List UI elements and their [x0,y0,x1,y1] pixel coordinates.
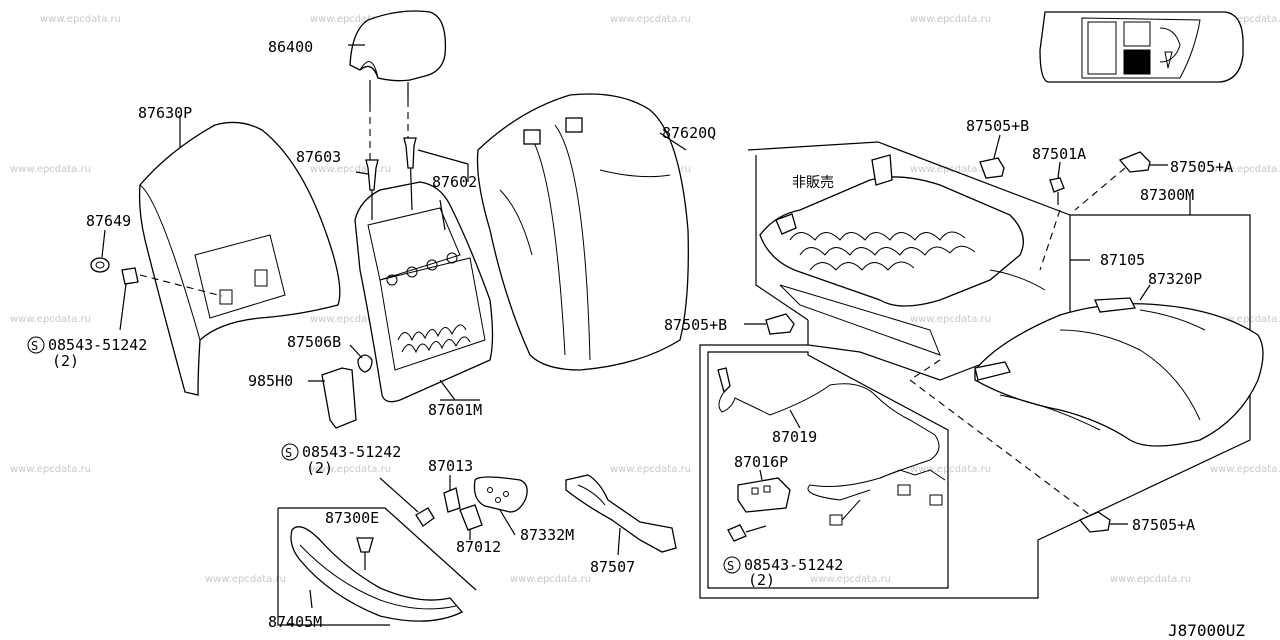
callout-87603: 87603 [296,148,341,166]
callout-08543-51242: 08543-51242 [744,556,843,574]
watermark: www.epcdata.ru [310,164,391,175]
watermark: www.epcdata.ru [310,464,391,475]
callout-not-for-sale: 非販売 [792,175,834,191]
callout-87013: 87013 [428,457,473,475]
callout-87649: 87649 [86,212,131,230]
headrest-guides [355,137,469,191]
watermark: www.epcdata.ru [1210,164,1280,175]
watermark: www.epcdata.ru [510,574,591,585]
watermark: www.epcdata.ru [1210,464,1280,475]
watermark: www.epcdata.ru [910,464,991,475]
callout-87300m: 87300M [1140,186,1194,204]
cushion-assembly-box [699,195,1251,599]
diagram-code: J87000UZ [1168,621,1245,640]
seatback-frame [354,149,494,403]
callout-87505b-mid: 87505+B [664,316,727,334]
callout-08543-51242: 08543-51242 [302,443,401,461]
callout-08543-51242: 08543-51242 [48,336,147,354]
callout-87507: 87507 [590,558,635,576]
callout-87320p: 87320P [1148,270,1202,288]
callout-86400: 86400 [268,38,313,56]
callout-87620q: 87620Q [662,124,716,142]
watermark: www.epcdata.ru [610,464,691,475]
watermark: www.epcdata.ru [10,314,91,325]
headrest [348,10,447,160]
screw-callout-mid: S 08543-51242 (2) [281,443,401,477]
callout-87630p: 87630P [138,104,192,122]
callout-87506b: 87506B [287,333,341,351]
watermark: www.epcdata.ru [205,574,286,585]
screw-symbol: S [727,559,734,573]
mid-clip [744,313,1091,516]
watermark: www.epcdata.ru [1210,314,1280,325]
callout-87602: 87602 [432,173,477,191]
screw-callout-bottom: S 08543-51242 (2) [723,556,843,589]
callout-87332m: 87332M [520,526,574,544]
watermark: www.epcdata.ru [40,14,121,25]
cushion-frame [747,141,1090,381]
callout-labels: 86400 87630P 87603 87602 87620Q 87649 S … [27,38,1245,640]
callout-87012: 87012 [456,538,501,556]
callout-87300e: 87300E [325,509,379,527]
callout-87505a-top: 87505+A [1170,158,1233,176]
screw-symbol: S [31,339,38,353]
nut-87649 [90,229,223,331]
callout-qty: (2) [52,352,79,370]
callout-87016p: 87016P [734,453,788,471]
callout-87601m: 87601M [428,401,482,419]
callout-985h0: 985H0 [248,372,293,390]
watermark: www.epcdata.ru [10,164,91,175]
top-clips [979,134,1168,271]
seatback-pad [476,93,689,371]
watermark: www.epcdata.ru [10,464,91,475]
harness-group [707,351,949,589]
bottom-clip [1078,511,1128,533]
callout-qty: (2) [306,459,333,477]
watermark: www.epcdata.ru [610,14,691,25]
car-locator-icon [1039,11,1244,83]
callout-87405m: 87405M [268,613,322,631]
callout-87105: 87105 [1100,251,1145,269]
bracket-87507 [565,474,677,556]
seatback-cover [138,115,341,396]
screw-callout-back: S 08543-51242 (2) [27,336,147,370]
cushion-pad [974,284,1264,447]
watermark: www.epcdata.ru [1110,574,1191,585]
finisher-group [277,507,477,626]
watermark: www.epcdata.ru [910,314,991,325]
watermark: www.epcdata.ru [910,14,991,25]
callout-87501a: 87501A [1032,145,1086,163]
watermark: www.epcdata.ru [1210,14,1280,25]
clip-and-spacer [308,344,373,429]
watermark: www.epcdata.ru [310,314,391,325]
screw-symbol: S [285,446,292,460]
watermark: www.epcdata.ru [810,574,891,585]
mid-fasteners [379,475,528,540]
callout-87505a-bottom: 87505+A [1132,516,1195,534]
callout-qty: (2) [748,571,775,589]
callout-87019: 87019 [772,428,817,446]
callout-87505b-top: 87505+B [966,117,1029,135]
watermark: www.epcdata.ru [310,14,391,25]
